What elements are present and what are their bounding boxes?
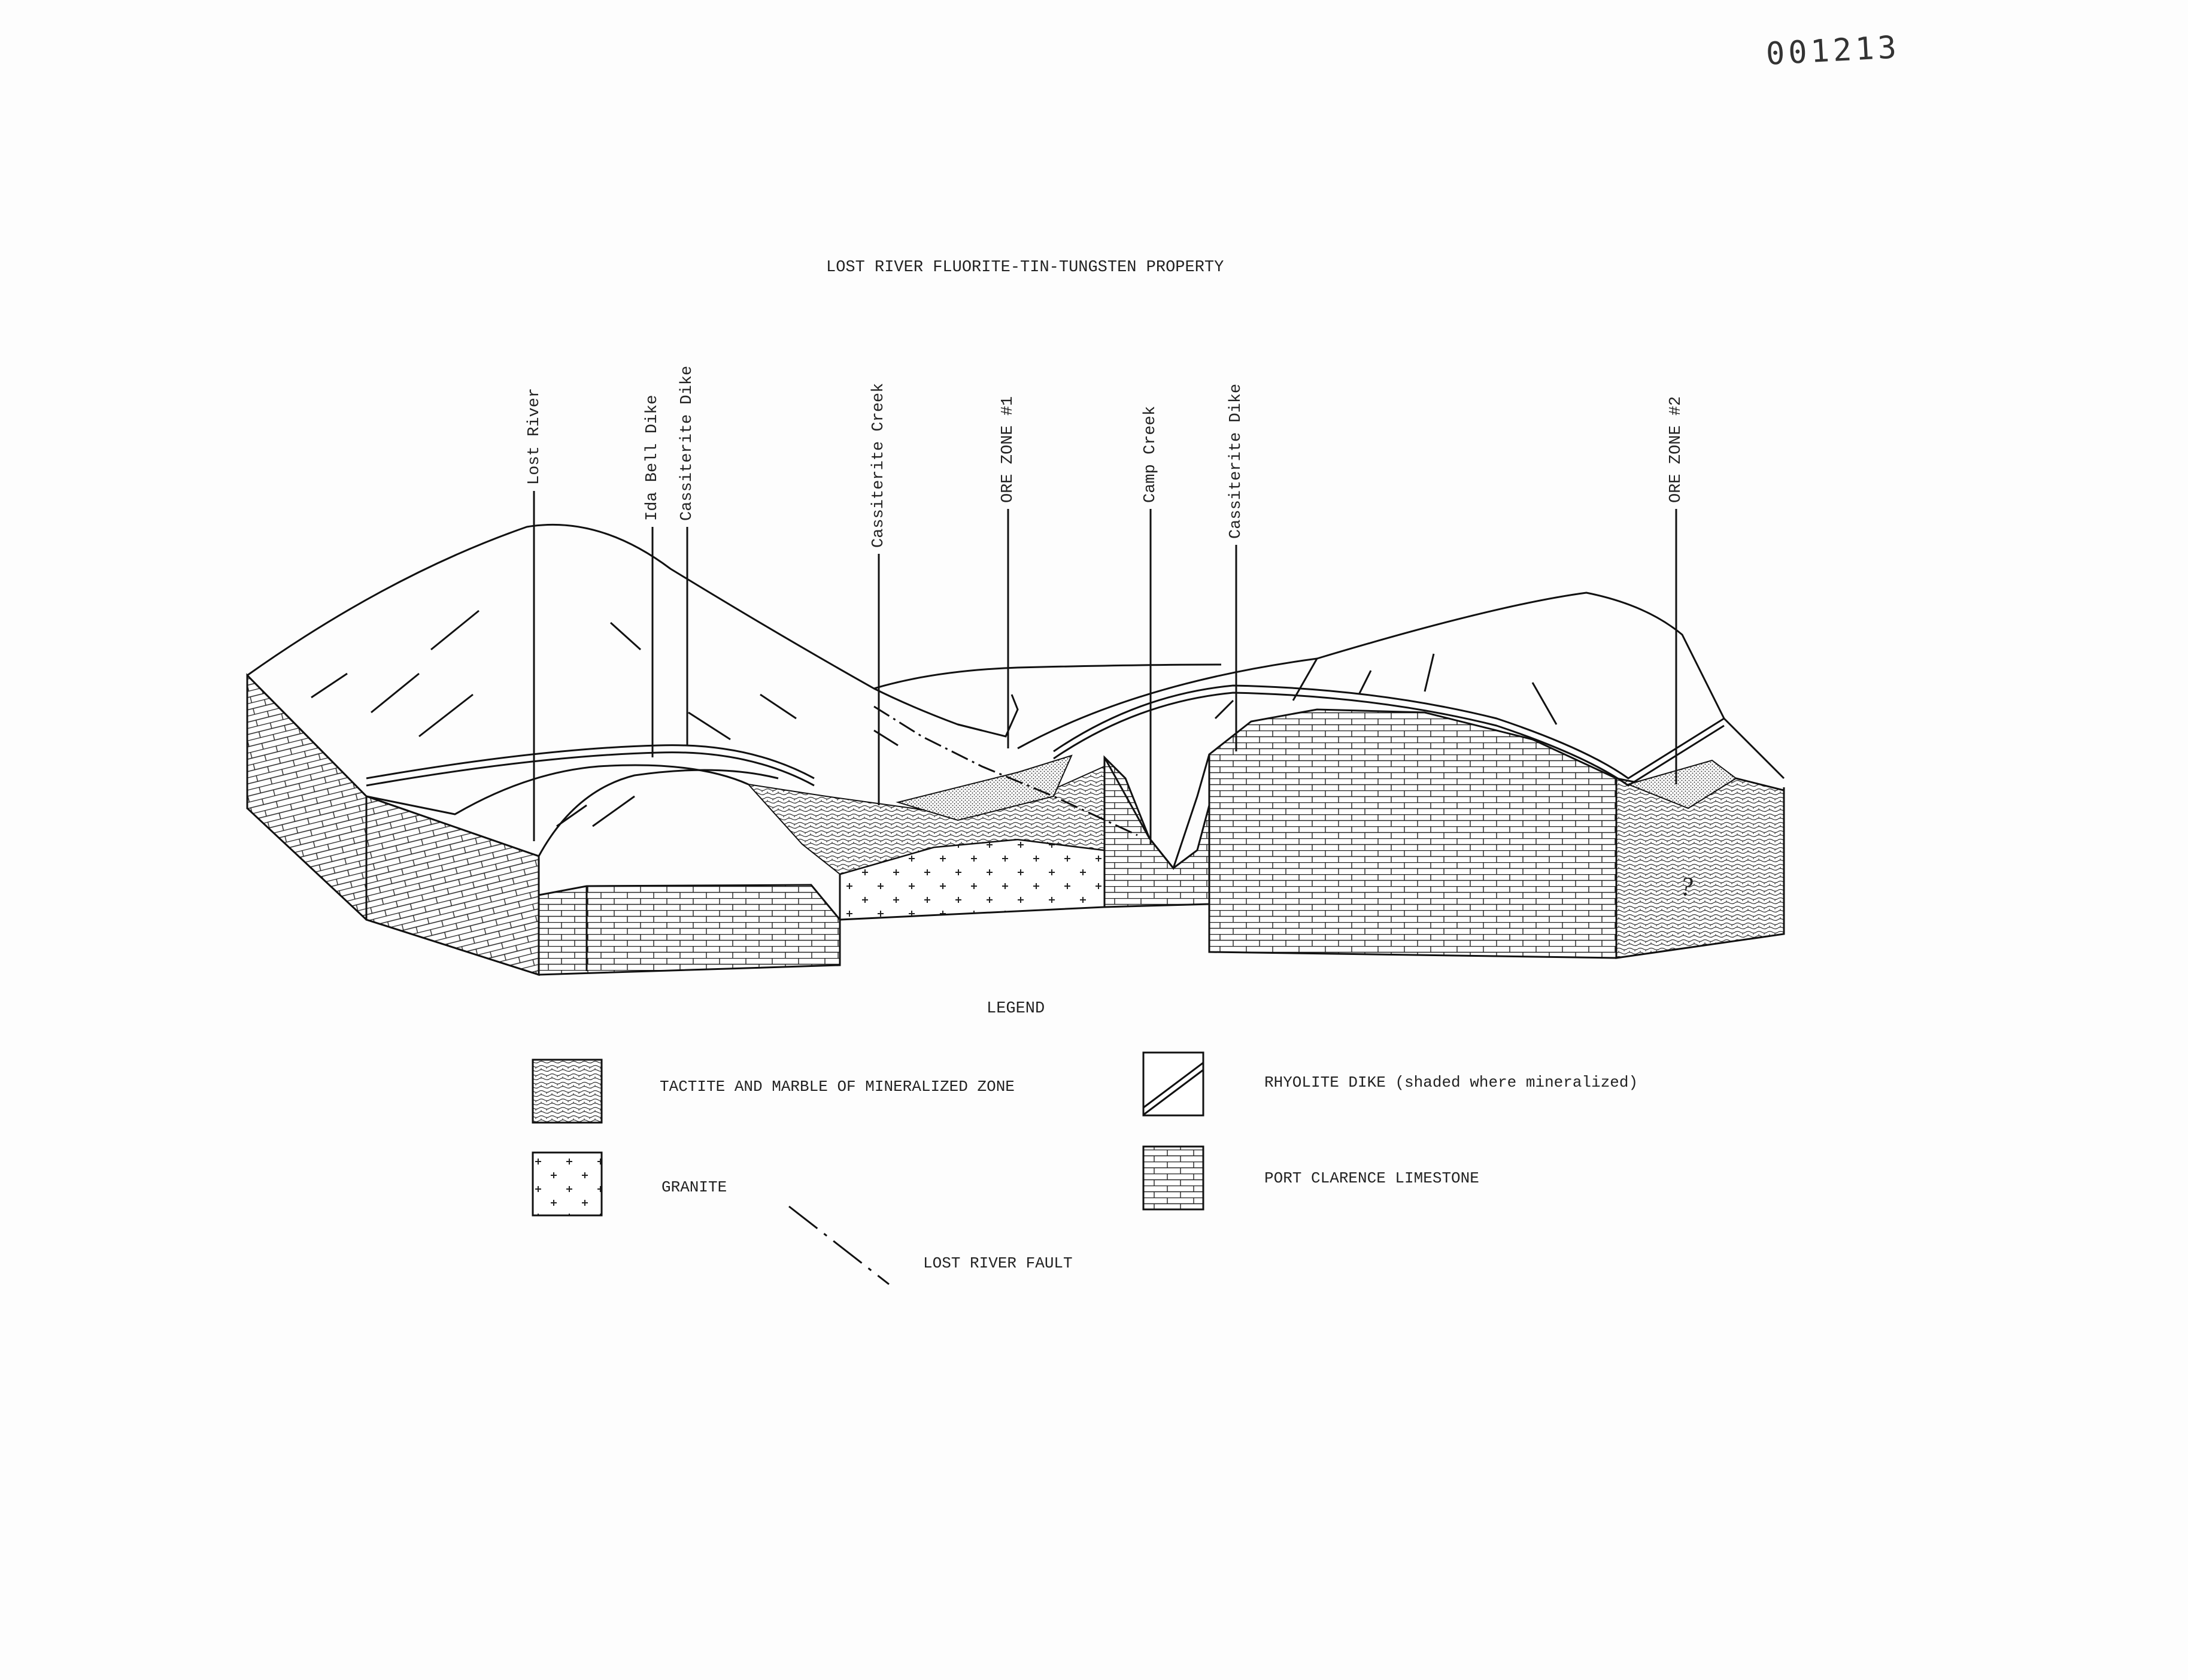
legend-label-limestone: PORT CLARENCE LIMESTONE [1264, 1169, 1479, 1187]
legend-label-fault: LOST RIVER FAULT [923, 1254, 1073, 1272]
label-ore-zone-1: ORE ZONE #1 [999, 396, 1017, 503]
terrain-surface [247, 523, 1785, 871]
label-cassiterite-creek: Cassiterite Creek [870, 383, 888, 548]
label-ore-zone-2: ORE ZONE #2 [1667, 396, 1685, 503]
label-camp-creek: Camp Creek [1142, 405, 1160, 503]
legend-label-tactite: TACTITE AND MARBLE OF MINERALIZED ZONE [660, 1078, 1015, 1096]
fault-line-diagram [873, 705, 1138, 836]
label-lost-river: Lost River [526, 387, 544, 485]
legend-swatch-tactite [532, 1059, 603, 1124]
legend-title: LEGEND [987, 1000, 1045, 1018]
label-ida-bell-dike: Ida Bell Dike [644, 395, 661, 521]
legend-swatch-rhyolite [1142, 1051, 1204, 1117]
uncertain-mark: ? [1680, 872, 1693, 901]
legend-swatch-granite [532, 1151, 603, 1217]
legend-swatches [532, 1051, 1204, 1285]
legend-label-granite: GRANITE [661, 1178, 727, 1196]
legend-swatch-limestone [1142, 1145, 1204, 1211]
legend-label-rhyolite: RHYOLITE DIKE (shaded where mineralized) [1264, 1073, 1638, 1091]
label-cassiterite-dike-left: Cassiterite Dike [678, 365, 696, 521]
label-cassiterite-dike-right: Cassiterite Dike [1227, 383, 1245, 539]
slope-hachures [311, 609, 1558, 827]
leader-lines [533, 491, 1677, 844]
legend-swatch-fault [788, 1205, 890, 1285]
front-face-right [1103, 708, 1785, 959]
front-face-left [246, 673, 841, 977]
diagram-title: LOST RIVER FLUORITE-TIN-TUNGSTEN PROPERT… [826, 259, 1224, 277]
